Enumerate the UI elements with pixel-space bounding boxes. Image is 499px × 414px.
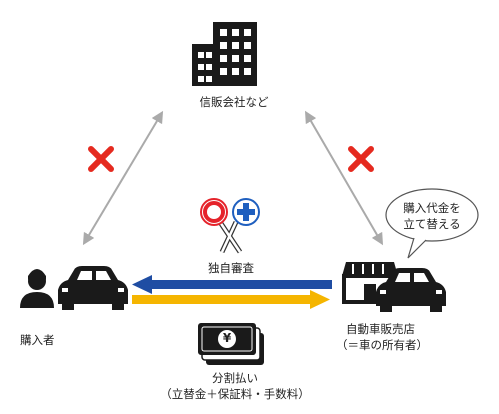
building-icon [192, 22, 257, 86]
bubble-text-line1: 購入代金を [403, 201, 461, 215]
arrow-dealer-company [304, 110, 384, 246]
red-x-icon-right [348, 146, 374, 172]
payment-label-line1: 分割払い [212, 371, 258, 385]
red-x-icon-left [88, 146, 114, 172]
company-label: 信販会社など [199, 95, 269, 109]
bubble-text-line2: 立て替える [403, 217, 461, 231]
speech-bubble [385, 188, 479, 259]
shop-icon [342, 262, 398, 304]
screening-label: 独自審査 [208, 261, 254, 275]
arrow-buyer-company [82, 110, 164, 246]
buyer-label: 購入者 [20, 333, 55, 347]
car-icon-buyer [58, 266, 128, 310]
car-icon-dealer [376, 268, 446, 312]
blue-arrow-left [132, 275, 332, 294]
dealer-label-line1: 自動車販売店 [346, 322, 415, 336]
money-icon [198, 323, 264, 365]
yen-symbol: ¥ [222, 331, 232, 345]
yellow-arrow-right [132, 290, 330, 309]
screening-icon [200, 198, 260, 254]
dealer-label-line2: （＝車の所有者） [336, 338, 428, 352]
person-icon [20, 269, 54, 308]
payment-label-line2: （立替金＋保証料・手数料） [160, 387, 310, 401]
